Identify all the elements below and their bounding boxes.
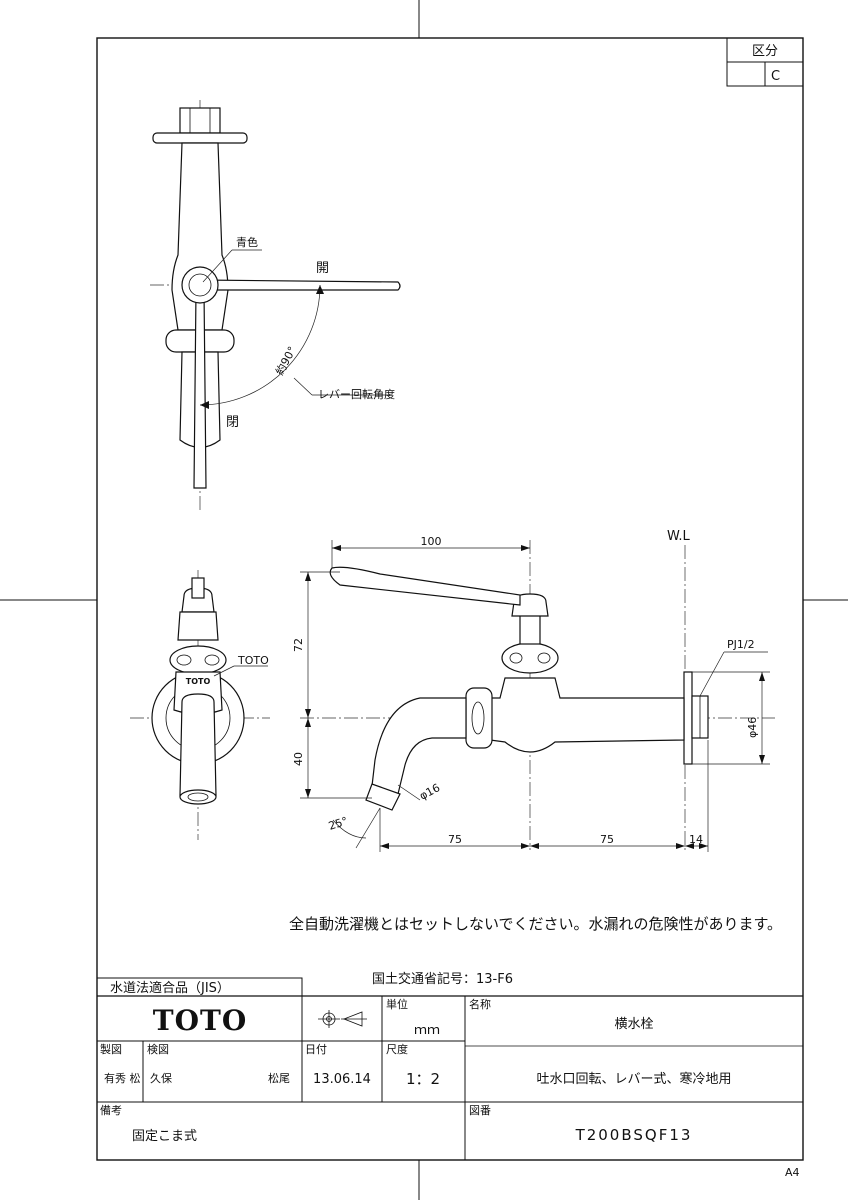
closed-label: 閉 xyxy=(226,415,239,430)
mlit-code: 国土交通省記号：13-F6 xyxy=(372,971,513,987)
dim-75-right: 75 xyxy=(600,833,614,846)
jis-label: 水道法適合品（JIS） xyxy=(110,980,230,996)
scale-label: 尺度 xyxy=(386,1042,408,1056)
thread-label: PJ1/2 xyxy=(727,638,755,651)
drawing-no-value: T200BSQF13 xyxy=(575,1126,693,1144)
dim-14: 14 xyxy=(689,833,703,846)
scale-value: 1：2 xyxy=(406,1070,440,1088)
sheet-border xyxy=(96,37,804,1161)
brand-label: TOTO xyxy=(237,654,269,667)
category-box: 区分 C xyxy=(726,37,804,87)
checked-label: 検図 xyxy=(147,1042,169,1056)
dim-75-left: 75 xyxy=(448,833,462,846)
remarks-value: 固定こま式 xyxy=(132,1129,197,1144)
date-label: 日付 xyxy=(305,1043,327,1056)
name-value: 横水栓 xyxy=(614,1017,653,1032)
title-block: 水道法適合品（JIS） TOTO 単位 ｍｍ 名称 横水栓 製図 検図 日付 xyxy=(96,977,803,1160)
sheet-size: A4 xyxy=(785,1166,800,1179)
dim-100: 100 xyxy=(421,535,442,548)
rotation-label: レバー回転角度 xyxy=(318,387,395,401)
category-value: C xyxy=(771,69,780,84)
drawing-no-label: 図番 xyxy=(469,1104,491,1117)
stamp-checked-1: 久保 xyxy=(150,1071,172,1085)
dim-25deg: 25° xyxy=(327,814,350,832)
emboss-logo: TOTO xyxy=(186,677,211,686)
remarks-label: 備考 xyxy=(100,1104,122,1117)
dim-40: 40 xyxy=(292,752,305,766)
description: 吐水口回転、レバー式、寒冷地用 xyxy=(536,1071,731,1087)
date-value: 13.06.14 xyxy=(313,1072,371,1087)
top-view: 青色 開 閉 約90° レバー回転角度 xyxy=(150,100,401,510)
category-header: 区分 xyxy=(752,44,778,59)
warning-note: 全自動洗濯機とはセットしないでください。水漏れの危険性があります。 xyxy=(289,915,782,933)
unit-label: 単位 xyxy=(386,997,408,1011)
toto-logo: TOTO xyxy=(153,1004,247,1037)
dim-phi46: φ46 xyxy=(746,717,759,738)
projection-symbol-icon xyxy=(318,1010,367,1028)
angle-label: 約90° xyxy=(272,344,299,378)
unit-value: ｍｍ xyxy=(414,1023,440,1038)
water-line-label: W.L xyxy=(667,529,690,544)
dim-phi16: φ16 xyxy=(417,781,442,802)
stamp-checked-2: 松尾 xyxy=(268,1071,290,1085)
drawn-label: 製図 xyxy=(100,1042,122,1056)
side-view: W.L 100 xyxy=(292,529,775,852)
front-view: TOTO TOTO xyxy=(130,570,270,840)
open-label: 開 xyxy=(316,261,329,276)
stamp-drawn: 有秀 松 xyxy=(104,1071,141,1085)
dim-72: 72 xyxy=(292,638,305,652)
name-label: 名称 xyxy=(469,997,491,1011)
color-label: 青色 xyxy=(236,235,258,249)
